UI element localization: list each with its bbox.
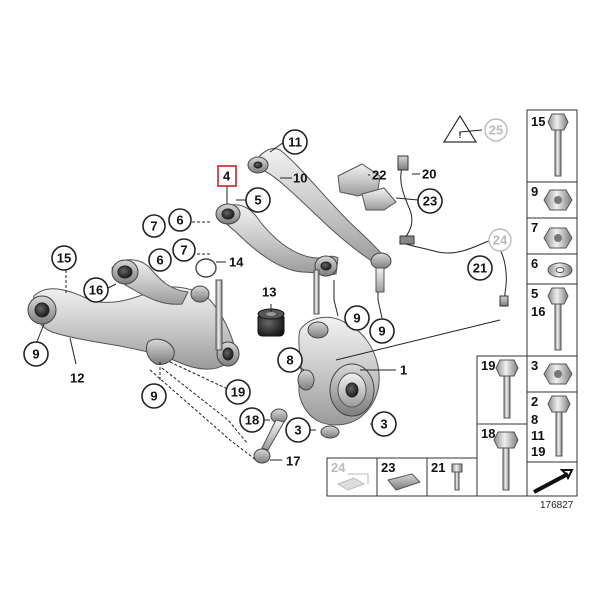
toe-link-17	[253, 408, 288, 464]
hardware-6-label[interactable]: 6	[531, 256, 538, 271]
strip-24-label[interactable]: 24	[331, 460, 346, 475]
document-number: 176827	[540, 500, 574, 511]
hardware-2-label[interactable]: 2	[531, 394, 538, 409]
svg-text:7: 7	[180, 243, 187, 258]
highlight-box-4	[217, 165, 237, 187]
svg-text:!: !	[459, 130, 462, 140]
svg-text:9: 9	[378, 324, 385, 339]
bottom-strip: 24 23 21	[326, 457, 478, 497]
rubber-mount-13	[257, 308, 285, 337]
callout-9d[interactable]: 9	[141, 383, 167, 409]
callout-7a[interactable]: 7	[142, 214, 166, 238]
callout-11[interactable]: 11	[282, 129, 308, 155]
hardware-8-label[interactable]: 8	[531, 412, 538, 427]
callout-6b[interactable]: 6	[148, 248, 172, 272]
svg-text:9: 9	[150, 389, 157, 404]
callout-15[interactable]: 15	[51, 245, 77, 271]
svg-text:5: 5	[254, 193, 261, 208]
callout-3b[interactable]: 3	[371, 411, 397, 437]
callout-12[interactable]: 12	[70, 371, 84, 386]
callout-21[interactable]: 21	[467, 255, 493, 281]
svg-text:21: 21	[473, 261, 487, 276]
svg-text:18: 18	[245, 413, 259, 428]
hardware-3-label[interactable]: 3	[531, 358, 538, 373]
callout-25[interactable]: 25	[484, 118, 508, 142]
o-ring-14	[195, 258, 217, 278]
hardware-19-label[interactable]: 19	[481, 358, 495, 373]
svg-text:7: 7	[150, 219, 157, 234]
callout-9b[interactable]: 9	[369, 318, 395, 344]
callout-8[interactable]: 8	[277, 347, 303, 373]
svg-text:6: 6	[176, 213, 183, 228]
svg-text:16: 16	[89, 283, 103, 298]
svg-text:8: 8	[286, 353, 293, 368]
hardware-panel: 15 9 7 6 5 16 19 3 2	[476, 109, 578, 497]
callout-18[interactable]: 18	[239, 407, 265, 433]
hardware-11-label[interactable]: 11	[531, 428, 545, 443]
camber-arm-5	[215, 203, 339, 277]
callout-1[interactable]: 1	[400, 363, 407, 378]
callout-10[interactable]: 10	[293, 171, 307, 186]
callout-3a[interactable]: 3	[285, 417, 311, 443]
callout-9a[interactable]: 9	[344, 305, 370, 331]
warning-triangle-icon: !	[442, 114, 478, 143]
svg-text:3: 3	[294, 423, 301, 438]
hardware-5-label[interactable]: 5	[531, 286, 538, 301]
strip-23-label[interactable]: 23	[381, 460, 395, 475]
callout-4[interactable]: 4	[223, 169, 231, 184]
callout-7b[interactable]: 7	[172, 238, 196, 262]
svg-text:23: 23	[423, 194, 437, 209]
callout-9c[interactable]: 9	[23, 341, 49, 367]
bracket-22	[337, 163, 397, 211]
hardware-15-label[interactable]: 15	[531, 114, 545, 129]
callout-14[interactable]: 14	[229, 255, 244, 270]
wheel-carrier-1	[297, 316, 380, 439]
callouts: 11 10 4 5 22 20 23 25 24 21 7 6 6 7 14 1…	[23, 118, 512, 469]
callout-19[interactable]: 19	[225, 379, 251, 405]
assembly-bolts	[215, 269, 320, 351]
callout-16[interactable]: 16	[83, 277, 109, 303]
leader-lines	[35, 129, 501, 461]
hardware-19b-label[interactable]: 19	[531, 444, 545, 459]
svg-text:15: 15	[57, 251, 71, 266]
speed-sensor-cable-20	[397, 155, 509, 307]
svg-text:25: 25	[489, 123, 503, 138]
callout-22[interactable]: 22	[372, 168, 386, 183]
svg-text:11: 11	[288, 135, 302, 150]
svg-text:6: 6	[156, 253, 163, 268]
callout-24[interactable]: 24	[488, 228, 512, 252]
strip-21-label[interactable]: 21	[431, 460, 445, 475]
svg-text:24: 24	[493, 233, 508, 248]
svg-text:9: 9	[32, 347, 39, 362]
hardware-18-label[interactable]: 18	[481, 426, 495, 441]
hardware-7-label[interactable]: 7	[531, 220, 538, 235]
callout-17[interactable]: 17	[286, 454, 300, 469]
hardware-16-label[interactable]: 16	[531, 304, 545, 319]
callout-5[interactable]: 5	[245, 187, 271, 213]
callout-13[interactable]: 13	[262, 285, 276, 300]
svg-text:9: 9	[353, 311, 360, 326]
svg-text:19: 19	[231, 385, 245, 400]
lower-control-arm-12	[27, 259, 240, 370]
callout-23[interactable]: 23	[417, 188, 443, 214]
svg-text:3: 3	[380, 417, 387, 432]
callout-20[interactable]: 20	[422, 167, 436, 182]
callout-6a[interactable]: 6	[168, 208, 192, 232]
hardware-9-label[interactable]: 9	[531, 184, 538, 199]
